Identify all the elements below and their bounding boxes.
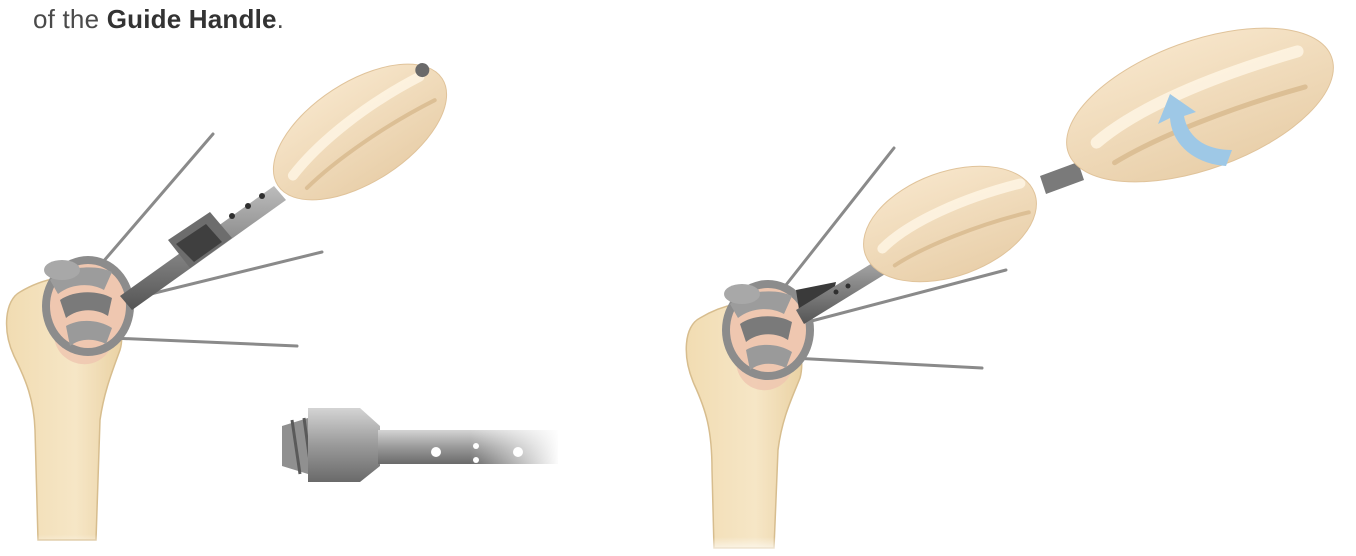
handle-connector [1040, 162, 1084, 194]
reamer-cage-left [42, 256, 134, 356]
guide-handle-shaft-left [120, 186, 286, 310]
left-figure [0, 37, 560, 556]
guide-handle-grip-right-upper [1047, 0, 1354, 213]
reamer-cage-right [722, 280, 836, 380]
right-figure [680, 0, 1353, 556]
guide-handle-tip-detail [282, 408, 560, 482]
